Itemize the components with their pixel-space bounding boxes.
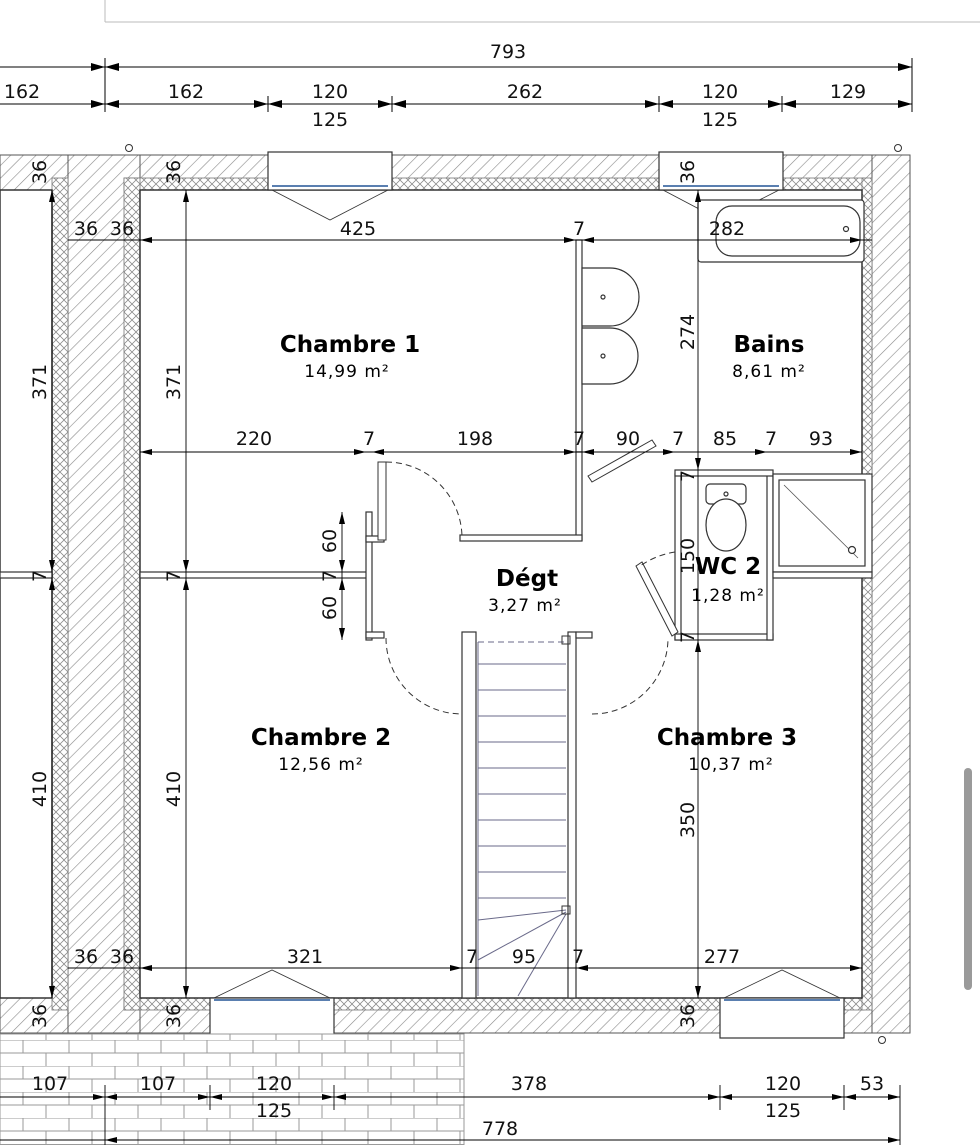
room-name-wc-2: WC 2 bbox=[695, 554, 761, 580]
dim-vert-9: 60 bbox=[319, 596, 341, 620]
staircase bbox=[477, 635, 571, 997]
windows bbox=[209, 151, 845, 1039]
dim-window-bottom-1: 125 bbox=[256, 1100, 292, 1122]
dim-top-3: 120 bbox=[312, 81, 348, 103]
dim-vert-13: 410 bbox=[163, 771, 185, 807]
dim-mid-row-4: 7 bbox=[573, 428, 585, 450]
dim-bot-row-4: 7 bbox=[466, 946, 478, 968]
dim-wall-6: 36 bbox=[677, 1004, 699, 1028]
bottom-dimension-lines bbox=[0, 1085, 901, 1145]
room-name-bains: Bains bbox=[734, 332, 805, 358]
dim-window-bottom-2: 125 bbox=[765, 1100, 801, 1122]
dim-bot-row-5: 95 bbox=[512, 946, 536, 968]
dim-window-top-1: 125 bbox=[312, 109, 348, 131]
dim-window-top-2: 125 bbox=[702, 109, 738, 131]
dim-vert-7: 7 bbox=[677, 470, 699, 482]
dim-top-6: 129 bbox=[830, 81, 866, 103]
dim-bottom-2: 107 bbox=[140, 1073, 176, 1095]
dim-vert-5: 7 bbox=[163, 570, 185, 582]
dim-bot-row-3: 321 bbox=[287, 946, 323, 968]
dim-vert-11: 7 bbox=[677, 631, 699, 643]
room-area-bains: 8,61 m² bbox=[732, 362, 806, 382]
bathroom-fixtures bbox=[581, 199, 865, 552]
dim-bot-row-6: 7 bbox=[572, 946, 584, 968]
dim-vert-2: 371 bbox=[163, 364, 185, 400]
dim-top-row-4: 7 bbox=[573, 218, 585, 240]
dim-vert-8: 60 bbox=[319, 529, 341, 553]
dim-vert-4: 7 bbox=[29, 570, 51, 582]
dim-vert-3: 274 bbox=[677, 314, 699, 350]
top-dimension-arrows bbox=[91, 63, 912, 108]
dim-bot-row-2: 36 bbox=[110, 946, 134, 968]
dim-mid-row-8: 7 bbox=[765, 428, 777, 450]
dim-mid-row-1: 220 bbox=[236, 428, 272, 450]
dim-vert-6: 7 bbox=[319, 570, 341, 582]
room-area-wc-2: 1,28 m² bbox=[691, 586, 765, 606]
interior-dimension-labels: 36 36 425 7 282 220 7 198 7 90 7 85 7 93… bbox=[29, 160, 833, 1028]
dim-bottom-3: 120 bbox=[256, 1073, 292, 1095]
dim-bottom-1: 107 bbox=[32, 1073, 68, 1095]
dim-bottom-4: 378 bbox=[511, 1073, 547, 1095]
dim-top-row-1: 36 bbox=[74, 218, 98, 240]
room-area-degt: 3,27 m² bbox=[488, 596, 562, 616]
dim-vert-14: 350 bbox=[677, 802, 699, 838]
dim-vert-1: 371 bbox=[29, 364, 51, 400]
top-dimension-labels: 793 162 162 120 262 120 129 125 125 bbox=[4, 41, 866, 131]
room-area-chambre-3: 10,37 m² bbox=[688, 755, 773, 775]
dim-mid-row-7: 85 bbox=[713, 428, 737, 450]
dim-wall-3: 36 bbox=[677, 160, 699, 184]
dim-bottom-6: 53 bbox=[860, 1073, 884, 1095]
vertical-scrollbar[interactable] bbox=[964, 768, 972, 990]
room-area-chambre-2: 12,56 m² bbox=[278, 755, 363, 775]
terrace-paving bbox=[0, 1033, 465, 1145]
room-name-chambre-1: Chambre 1 bbox=[280, 332, 420, 358]
dim-wall-4: 36 bbox=[29, 1004, 51, 1028]
interior-dimension-arrows bbox=[49, 190, 862, 998]
bottom-dimension-arrows bbox=[93, 1094, 900, 1143]
dim-mid-row-6: 7 bbox=[672, 428, 684, 450]
room-name-chambre-2: Chambre 2 bbox=[251, 725, 391, 751]
dim-mid-row-9: 93 bbox=[809, 428, 833, 450]
dim-mid-row-5: 90 bbox=[616, 428, 640, 450]
dim-bot-row-1: 36 bbox=[74, 946, 98, 968]
dim-top-2: 162 bbox=[168, 81, 204, 103]
room-labels: Chambre 1 14,99 m² Bains 8,61 m² Dégt 3,… bbox=[251, 332, 806, 775]
dim-wall-5: 36 bbox=[163, 1004, 185, 1028]
room-area-chambre-1: 14,99 m² bbox=[304, 362, 389, 382]
dim-vert-10: 150 bbox=[677, 538, 699, 574]
room-name-chambre-3: Chambre 3 bbox=[657, 725, 797, 751]
dim-top-1: 162 bbox=[4, 81, 40, 103]
dim-top-4: 262 bbox=[507, 81, 543, 103]
dim-vert-12: 410 bbox=[29, 771, 51, 807]
doors bbox=[377, 439, 679, 715]
dim-total-bottom: 778 bbox=[482, 1118, 518, 1140]
dim-mid-row-2: 7 bbox=[363, 428, 375, 450]
dim-mid-row-3: 198 bbox=[457, 428, 493, 450]
partition-walls bbox=[0, 239, 873, 999]
interior-dimension-lines bbox=[51, 190, 872, 998]
dim-bot-row-7: 277 bbox=[704, 946, 740, 968]
dim-bottom-5: 120 bbox=[765, 1073, 801, 1095]
top-border-lines bbox=[104, 0, 980, 23]
dim-top-row-3: 425 bbox=[340, 218, 376, 240]
dim-top-row-5: 282 bbox=[709, 218, 745, 240]
dim-top-row-2: 36 bbox=[110, 218, 134, 240]
bottom-dimension-labels: 107 107 120 378 120 53 125 125 778 bbox=[32, 1073, 884, 1140]
room-name-degt: Dégt bbox=[496, 566, 558, 592]
dim-total-top: 793 bbox=[490, 41, 526, 63]
dim-wall-1: 36 bbox=[29, 160, 51, 184]
dim-wall-2: 36 bbox=[163, 160, 185, 184]
dim-top-5: 120 bbox=[702, 81, 738, 103]
